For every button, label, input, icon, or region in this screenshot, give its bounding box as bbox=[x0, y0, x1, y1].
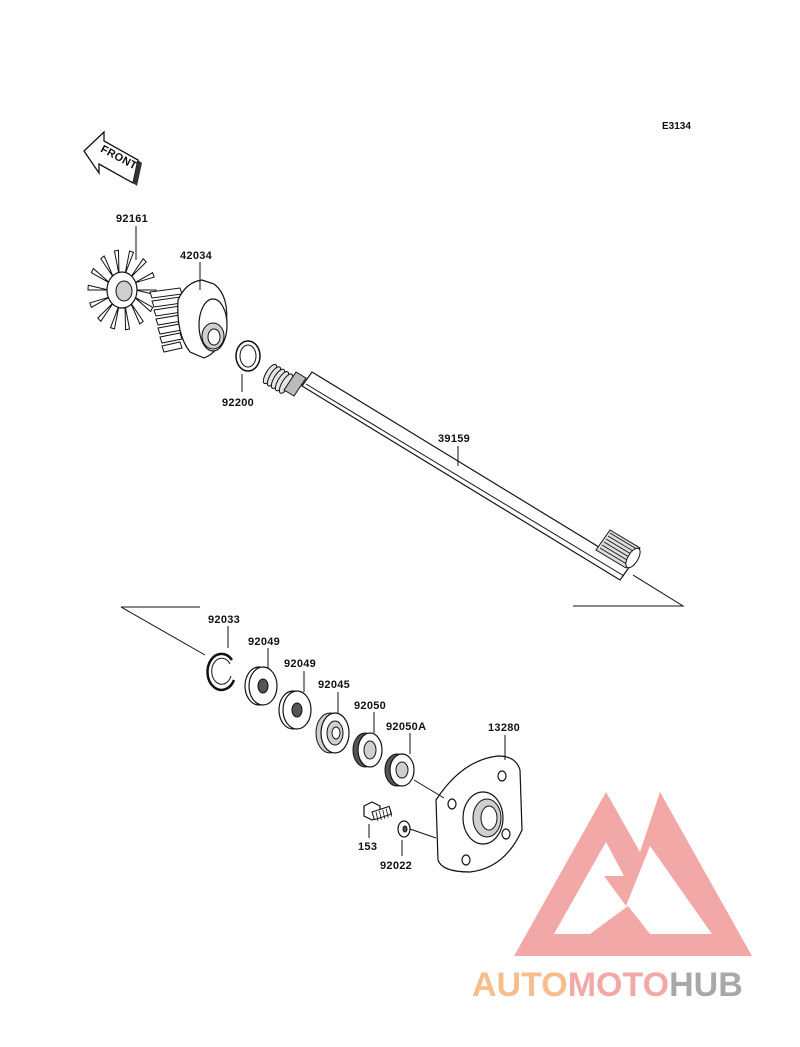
logo-text-auto: AUTO bbox=[472, 966, 568, 1004]
part-label-92022: 92022 bbox=[380, 860, 412, 872]
logo-text-moto: MOTO bbox=[568, 966, 669, 1004]
part-label-153: 153 bbox=[358, 841, 377, 853]
section-line-diagonal bbox=[120, 606, 206, 656]
section-line-upper bbox=[573, 574, 685, 607]
svg-text:AUTOMOTOHUB: AUTOMOTOHUB bbox=[472, 966, 743, 1004]
part-label-92033: 92033 bbox=[208, 614, 240, 626]
bearing-housing-13280 bbox=[435, 755, 523, 873]
part-label-13280: 13280 bbox=[488, 722, 520, 734]
bearing-92045 bbox=[315, 712, 350, 754]
ring-92200 bbox=[235, 340, 261, 372]
impeller-fan-92161 bbox=[87, 249, 157, 331]
part-label-42034: 42034 bbox=[180, 250, 213, 262]
washer-92022 bbox=[397, 820, 411, 838]
logo-text-hub: HUB bbox=[669, 966, 743, 1004]
part-label-92050: 92050 bbox=[354, 700, 386, 712]
autohub-logo-watermark: AUTOMOTOHUB bbox=[472, 792, 752, 1004]
leader-lines bbox=[135, 226, 506, 856]
washer-92049-b bbox=[278, 690, 312, 730]
shaft-39159 bbox=[262, 363, 641, 581]
part-label-39159: 39159 bbox=[438, 433, 470, 445]
washer-92049-a bbox=[244, 666, 278, 706]
part-label-92161: 92161 bbox=[116, 213, 148, 225]
oil-seal-92050A bbox=[384, 753, 415, 787]
part-label-92049-a: 92049 bbox=[248, 636, 280, 648]
part-label-92050A: 92050A bbox=[386, 721, 426, 733]
part-label-92200: 92200 bbox=[222, 397, 254, 409]
diagram-code: E3134 bbox=[662, 121, 691, 132]
circlip-92033 bbox=[206, 652, 236, 692]
bolt-153 bbox=[363, 801, 393, 822]
oil-seal-92050 bbox=[352, 732, 383, 768]
part-label-92045: 92045 bbox=[318, 679, 350, 691]
front-arrow-icon: FRONT bbox=[83, 130, 142, 186]
part-label-92049-b: 92049 bbox=[284, 658, 316, 670]
impeller-42034 bbox=[149, 279, 228, 359]
